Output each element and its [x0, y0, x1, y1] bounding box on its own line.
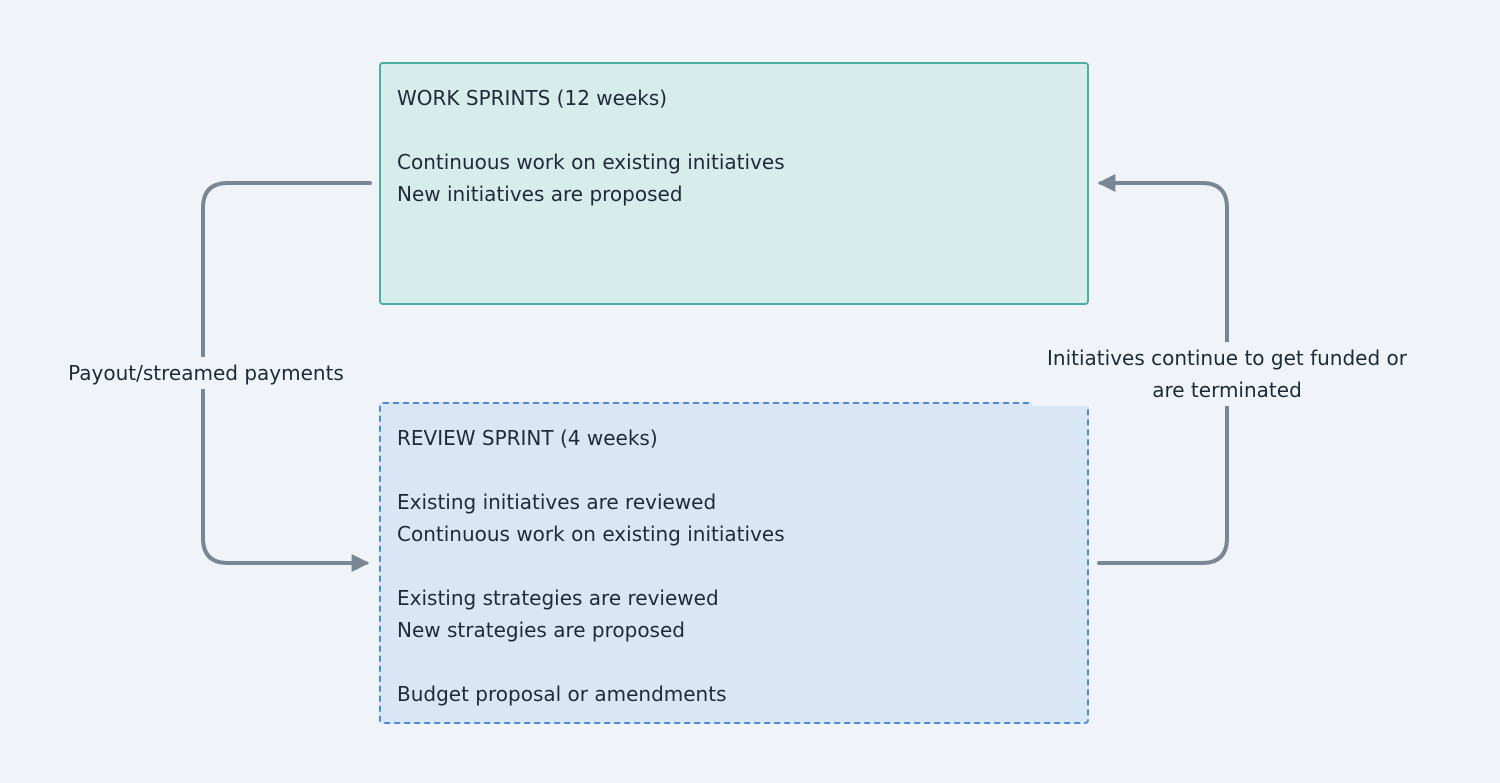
spacer — [397, 550, 1071, 582]
review-sprint-item: Budget proposal or amendments — [397, 682, 727, 706]
payout-edge-label-text: Payout/streamed payments — [68, 361, 344, 385]
funding-edge-label-line: Initiatives continue to get funded or — [1047, 346, 1407, 370]
work-sprint-box: WORK SPRINTS (12 weeks) Continuous work … — [379, 62, 1089, 305]
work-sprint-item: New initiatives are proposed — [397, 182, 683, 206]
spacer — [397, 646, 1071, 678]
review-sprint-item: New strategies are proposed — [397, 618, 685, 642]
funding-edge-label-line: are terminated — [1152, 378, 1302, 402]
payout-edge-label: Payout/streamed payments — [52, 357, 360, 389]
review-sprint-title: REVIEW SPRINT (4 weeks) — [397, 426, 658, 450]
spacer — [397, 114, 1071, 146]
review-sprint-box: REVIEW SPRINT (4 weeks) Existing initiat… — [379, 402, 1089, 724]
work-sprint-item: Continuous work on existing initiatives — [397, 150, 785, 174]
work-sprint-title: WORK SPRINTS (12 weeks) — [397, 86, 668, 110]
review-sprint-item: Continuous work on existing initiatives — [397, 522, 785, 546]
review-sprint-item: Existing strategies are reviewed — [397, 586, 719, 610]
funding-edge-label: Initiatives continue to get funded or ar… — [1032, 342, 1422, 406]
spacer — [397, 454, 1071, 486]
review-sprint-item: Existing initiatives are reviewed — [397, 490, 717, 514]
